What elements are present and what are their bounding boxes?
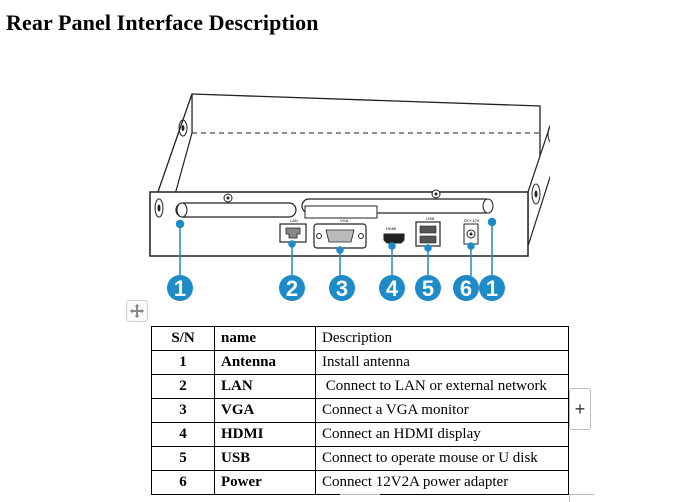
cell-sn: 4 [151, 422, 215, 447]
cell-sn: 3 [151, 398, 215, 423]
cell-name: Antenna [214, 350, 316, 375]
callout-bubble [479, 275, 505, 301]
cell-name: USB [214, 446, 316, 471]
callout-number: 5 [422, 276, 434, 301]
callout-bubble [379, 275, 405, 301]
cell-description: Install antenna [315, 350, 569, 375]
callout-bubble [453, 275, 479, 301]
usb-port-label: USB [426, 216, 435, 221]
cell-description: Connect 12V2A power adapter [315, 470, 569, 495]
header-name: name [214, 326, 316, 351]
add-column-button[interactable]: + [569, 388, 591, 430]
cell-name: HDMI [214, 422, 316, 447]
table-row: 5 USB Connect to operate mouse or U disk [151, 446, 569, 471]
callout-bubble [329, 275, 355, 301]
header-sn: S/N [151, 326, 215, 351]
vga-port-label: VGA [340, 218, 349, 223]
cell-description: Connect to LAN or external network [315, 374, 569, 399]
move-glyph [130, 304, 144, 318]
cell-sn: 6 [151, 470, 215, 495]
callout-number: 2 [286, 276, 298, 301]
table-row: 1 Antenna Install antenna [151, 350, 569, 375]
table-row: 3 VGA Connect a VGA monitor [151, 398, 569, 423]
callout-number: 6 [460, 276, 472, 301]
cell-sn: 2 [151, 374, 215, 399]
table-header-row: S/N name Description [151, 326, 569, 351]
page-title: Rear Panel Interface Description [6, 10, 319, 35]
power-port-label: DC+12V [464, 218, 480, 223]
callout-bubble [279, 275, 305, 301]
cell-name: VGA [214, 398, 316, 423]
interface-table: S/N name Description 1 Antenna Install a… [151, 326, 569, 495]
cell-name: Power [214, 470, 316, 495]
callout-bubble [415, 275, 441, 301]
cell-description: Connect an HDMI display [315, 422, 569, 447]
table-resize-handle[interactable] [340, 494, 380, 502]
table-corner-handle[interactable] [569, 494, 594, 502]
move-arrows-icon[interactable] [126, 300, 148, 322]
callout-number: 1 [486, 276, 498, 301]
cell-sn: 5 [151, 446, 215, 471]
cell-name: LAN [214, 374, 316, 399]
lan-port-label: LAN [290, 218, 298, 223]
rear-panel-diagram: LAN VGA HDMI USB DC+12V 1 2 3 4 5 6 [149, 93, 550, 301]
cell-description: Connect to operate mouse or U disk [315, 446, 569, 471]
header-description: Description [315, 326, 569, 351]
callout-bubble [167, 275, 193, 301]
callout-number: 4 [386, 276, 399, 301]
hdmi-port-label: HDMI [386, 226, 396, 231]
callout-number: 3 [336, 276, 348, 301]
table-row: 6 Power Connect 12V2A power adapter [151, 470, 569, 495]
callout-number: 1 [174, 276, 186, 301]
cell-description: Connect a VGA monitor [315, 398, 569, 423]
cell-sn: 1 [151, 350, 215, 375]
table-row: 4 HDMI Connect an HDMI display [151, 422, 569, 447]
table-row: 2 LAN Connect to LAN or external network [151, 374, 569, 399]
